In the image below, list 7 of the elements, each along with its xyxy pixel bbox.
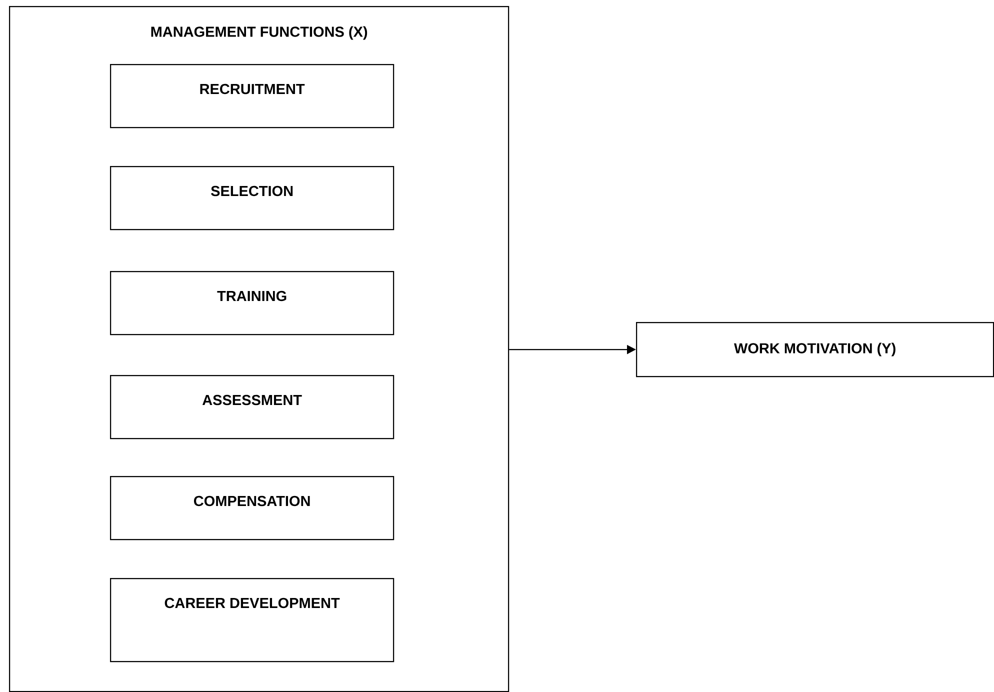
process-box: RECRUITMENT [110,64,394,128]
process-box: COMPENSATION [110,476,394,540]
process-box: ASSESSMENT [110,375,394,440]
process-box: SELECTION [110,166,394,230]
process-box: WORK MOTIVATION (Y) [636,322,994,378]
process-box: TRAINING [110,271,394,336]
process-box: CAREER DEVELOPMENT [110,578,394,662]
